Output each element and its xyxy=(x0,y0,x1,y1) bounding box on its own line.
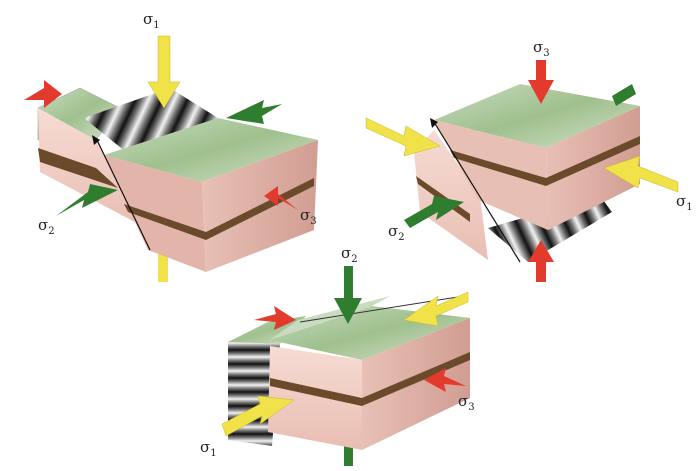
normal-fault-diagram: σ1 σ2 σ3 xyxy=(24,10,318,282)
strike-slip-diagram: σ2 σ3 σ1 xyxy=(200,244,475,466)
sigma1-label: σ1 xyxy=(143,10,160,31)
fault-scarp xyxy=(84,88,218,152)
sigma3-label: σ3 xyxy=(300,206,317,227)
sigma1-label: σ1 xyxy=(200,438,217,459)
reverse-fault-diagram: σ3 σ1 σ2 xyxy=(365,38,693,282)
sigma1-label: σ1 xyxy=(676,192,693,213)
sigma1-arrow-right xyxy=(403,291,469,327)
sigma3-label: σ3 xyxy=(533,38,550,59)
upper-block xyxy=(434,84,640,230)
sigma2-label: σ2 xyxy=(38,216,55,237)
sigma1-arrow-left xyxy=(221,395,295,437)
sigma2-arrow-right xyxy=(226,100,282,124)
sigma3-arrow-left xyxy=(254,306,296,330)
sigma3-arrow-left xyxy=(24,80,62,108)
sigma1-arrow-left xyxy=(365,117,441,157)
sigma2-label: σ2 xyxy=(388,222,405,243)
sigma3-arrow-bottom xyxy=(528,240,554,282)
sigma3-arrow-top xyxy=(528,60,554,104)
sigma1-arrow-tail xyxy=(158,252,168,282)
sigma2-arrow xyxy=(334,266,362,324)
sigma2-label: σ2 xyxy=(341,244,358,265)
sigma2-arrow-left xyxy=(56,184,118,216)
sigma1-arrow xyxy=(147,35,181,109)
hangingwall-block xyxy=(104,118,318,272)
sigma3-label: σ3 xyxy=(458,392,475,413)
sigma3-arrow-right xyxy=(264,186,298,210)
sigma2-arrow-bottom xyxy=(404,196,464,228)
sigma1-arrow-right xyxy=(603,155,679,193)
sigma2-arrow-tail xyxy=(344,446,353,466)
sigma3-arrow-right xyxy=(424,368,466,392)
sigma2-arrow-top xyxy=(612,84,636,106)
